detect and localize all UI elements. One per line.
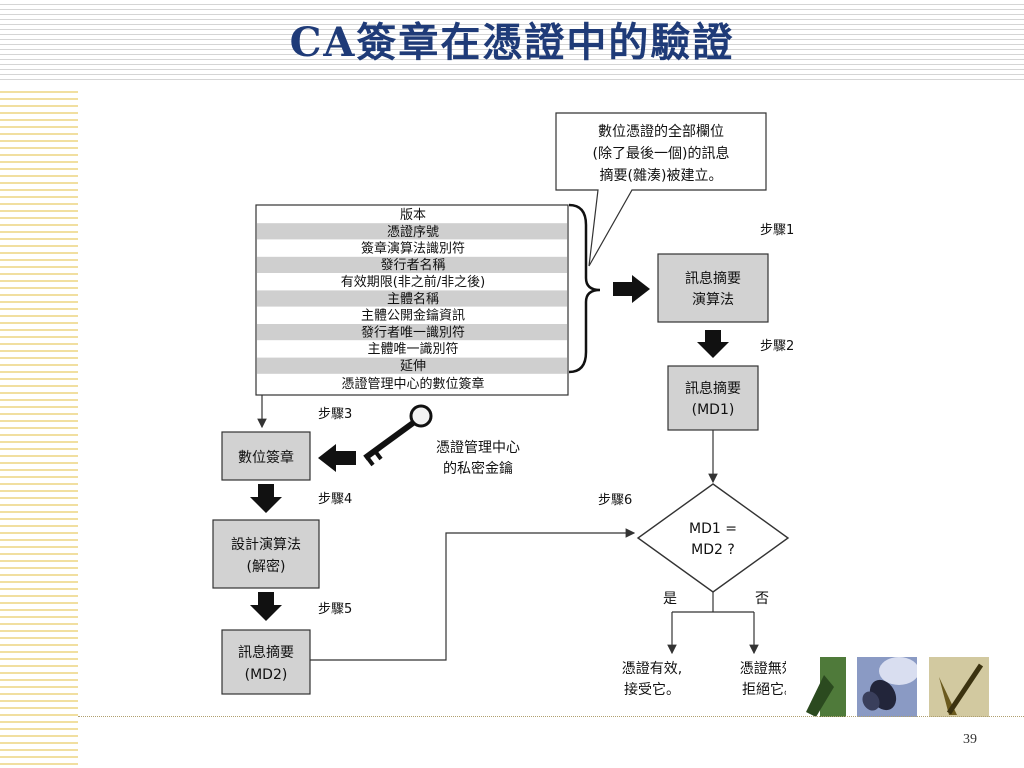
arrow-step2 [697,330,729,358]
step-label-1: 步驟1 [760,223,794,238]
callout-text: 數位憑證的全部欄位 [598,123,724,140]
step-label-6: 步驟6 [598,493,632,508]
key-to-signature-arrow [318,444,356,472]
decorative-thumbnail-pen [929,657,989,717]
hash-algorithm-box [657,253,769,323]
step-label-5: 步驟5 [318,602,352,617]
hash-algorithm-label: 演算法 [692,292,734,308]
decision-label: MD2 ? [691,542,735,558]
field-row-bg [257,324,567,341]
footer-divider [78,716,1024,717]
md1-label: 訊息摘要 [685,380,741,397]
cert-field: 憑證管理中心的數位簽章 [341,376,484,392]
design-algorithm-label: (解密) [247,558,286,575]
field-row-bg [257,357,567,374]
arrow-step5 [250,592,282,621]
valid-result: 接受它。 [624,681,680,698]
step-label-2: 步驟2 [760,339,794,354]
hash-algorithm-label: 訊息摘要 [685,270,741,287]
md1-box [667,365,759,431]
cert-field: 憑證序號 [387,224,439,240]
page-number: 39 [963,732,977,747]
arrow-step4 [250,484,282,513]
design-algorithm-box [212,519,320,589]
design-algorithm-label: 設計演算法 [231,537,301,553]
md2-box [221,629,311,695]
cert-field: 主體公開金鑰資訊 [361,308,465,324]
cert-field: 發行者名稱 [380,257,445,273]
cert-field: 延伸 [400,359,426,374]
arrow-to-hash [613,275,650,303]
certificate-fields-table: 版本 憑證序號 簽章演算法識別符 發行者名稱 有效期限(非之前/非之後) 主體名… [255,204,569,396]
private-key-icon [363,404,433,467]
decorative-thumbnail-green [786,657,846,717]
callout-text: (除了最後一個)的訊息 [593,145,730,162]
cert-field: 簽章演算法識別符 [361,241,465,257]
fields-brace [568,203,601,374]
slide-title: CA簽章在憑證中的驗證 [289,19,735,66]
md2-label: (MD2) [245,667,288,683]
field-row-bg [257,223,567,240]
cert-field: 版本 [400,208,426,223]
left-stripes [0,86,78,768]
yes-label: 是 [663,591,677,607]
step-label-4: 步驟4 [318,492,352,507]
decision-diamond [636,483,790,593]
cert-field: 有效期限(非之前/非之後) [341,274,486,290]
private-key-label: 的私密金鑰 [443,460,513,477]
md2-to-decision-connector [310,528,636,661]
callout-bubble: 數位憑證的全部欄位 (除了最後一個)的訊息 摘要(雜湊)被建立。 [555,112,767,267]
cert-field: 主體名稱 [387,291,439,307]
digital-signature-box [221,431,311,481]
digital-signature-label: 數位簽章 [238,449,294,466]
no-label: 否 [755,591,769,607]
cert-field: 主體唯一識別符 [367,341,458,357]
private-key-label: 憑證管理中心 [436,439,520,456]
invalid-result: 憑證無效, [740,660,800,677]
md2-label: 訊息摘要 [238,644,294,661]
decorative-thumbnail-disc [857,657,917,717]
invalid-result: 拒絕它。 [742,681,798,698]
valid-result: 憑證有效, [622,660,682,677]
cert-field: 發行者唯一識別符 [361,325,465,341]
field-row-bg [257,256,567,273]
callout-text: 摘要(雜湊)被建立。 [600,167,723,184]
field-row-bg [257,290,567,307]
header-stripes [0,0,1024,80]
md1-label: (MD1) [692,402,735,418]
step-label-3: 步驟3 [318,407,352,422]
decision-label: MD1 = [689,521,737,537]
